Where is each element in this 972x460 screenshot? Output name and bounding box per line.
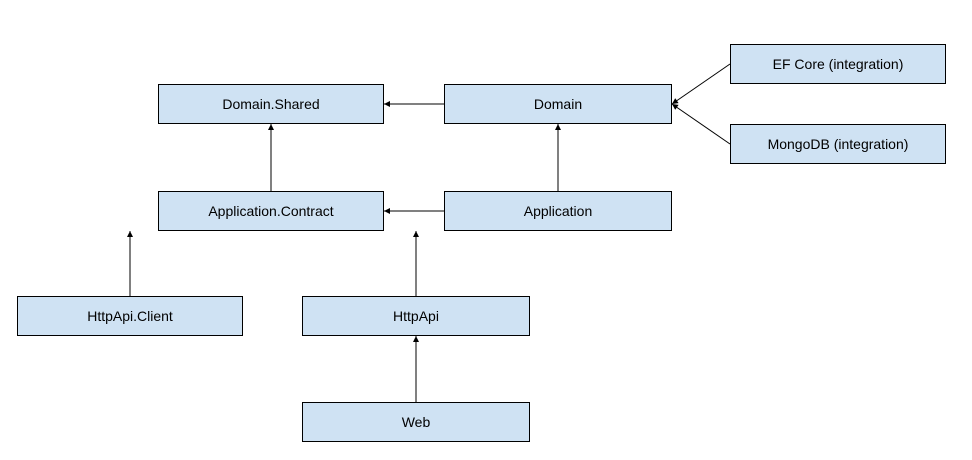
node-label: Domain.Shared (222, 96, 320, 112)
node-application: Application (444, 191, 672, 231)
node-ef-core-integration: EF Core (integration) (730, 44, 946, 84)
node-application-contract: Application.Contract (158, 191, 384, 231)
node-label: MongoDB (integration) (767, 136, 909, 152)
node-httpapi: HttpApi (302, 296, 530, 336)
node-label: Application.Contract (208, 203, 334, 219)
node-label: HttpApi.Client (87, 308, 173, 324)
node-mongodb-integration: MongoDB (integration) (730, 124, 946, 164)
dependency-arrow-mongodb-to-domain (671, 103, 731, 145)
node-label: EF Core (integration) (772, 56, 904, 72)
node-web: Web (302, 402, 530, 442)
node-label: Web (401, 414, 431, 430)
node-label: Application (523, 203, 593, 219)
node-domain-shared: Domain.Shared (158, 84, 384, 124)
node-label: Domain (533, 96, 583, 112)
node-domain: Domain (444, 84, 672, 124)
node-label: HttpApi (393, 308, 439, 324)
dependency-arrow-ef_core-to-domain (671, 63, 731, 105)
node-httpapi-client: HttpApi.Client (17, 296, 243, 336)
